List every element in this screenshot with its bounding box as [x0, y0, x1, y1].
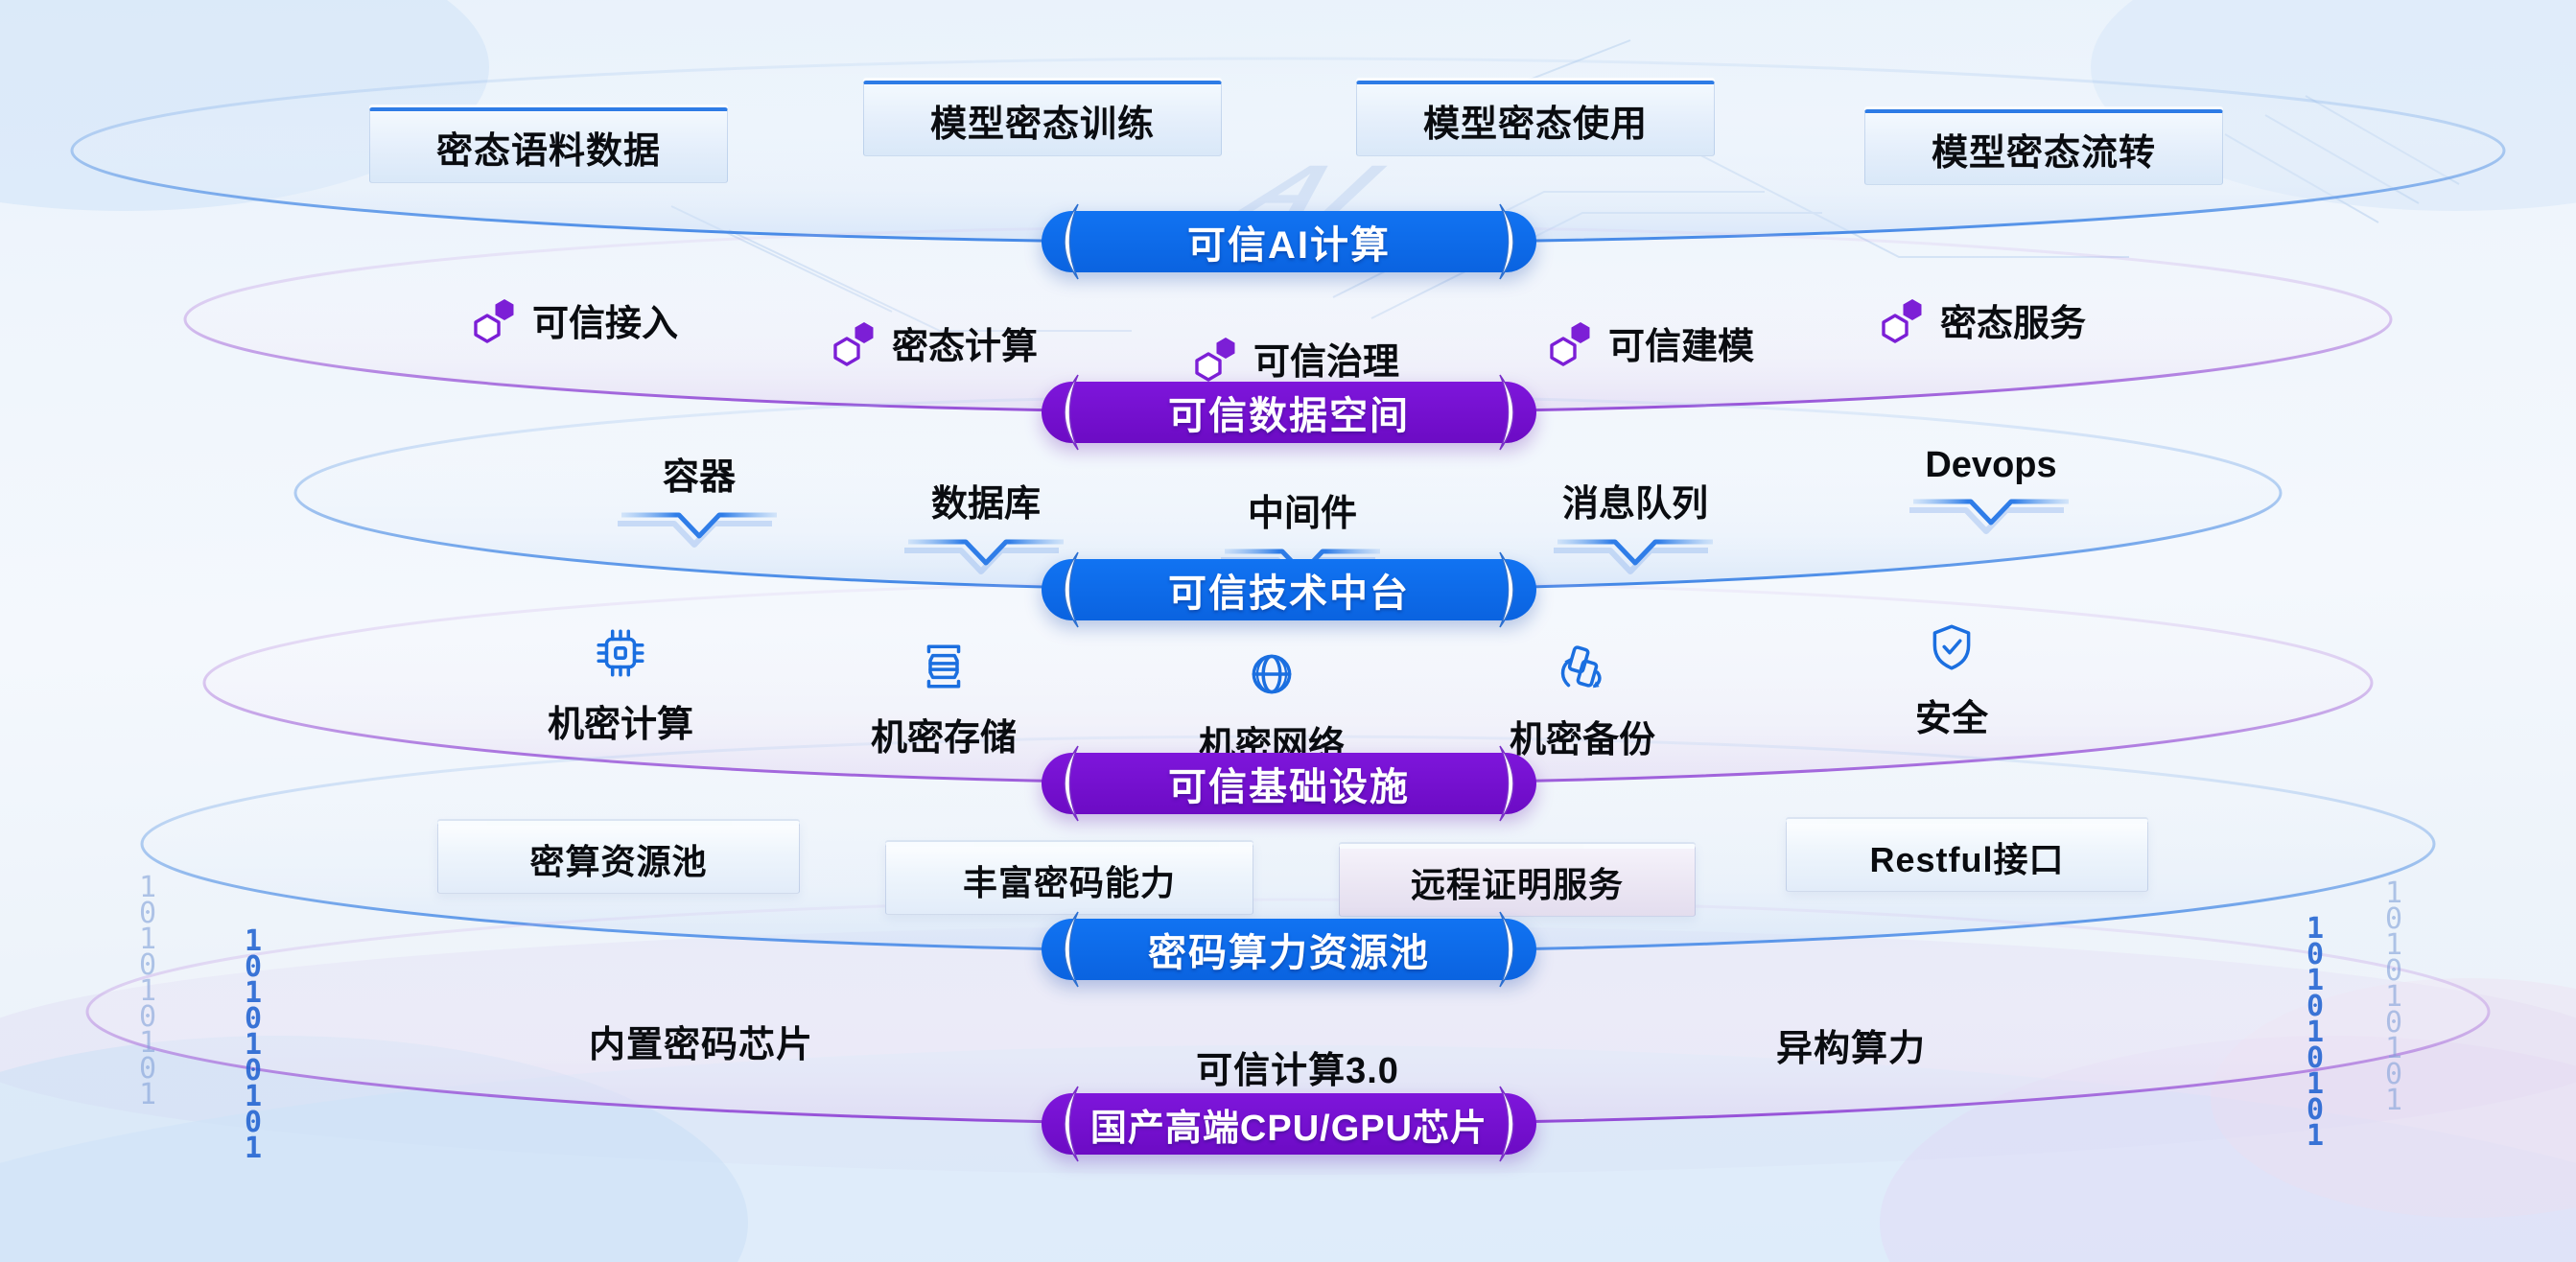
layer-pill-trusted-tech-platform: 可信技术中台 [1034, 549, 1544, 630]
hexagon-link-icon [1550, 321, 1590, 366]
binary-column-left-outer: 101010101 [138, 871, 157, 1111]
bracket-left-icon [1064, 745, 1079, 822]
pill-label: 可信数据空间 [1042, 382, 1536, 443]
bracket-left-icon [1064, 911, 1079, 988]
top-box-model-training: 模型密态训练 [863, 81, 1222, 156]
pill-label: 可信AI计算 [1042, 211, 1536, 272]
hexagon-link-icon [1195, 337, 1235, 382]
infra-label: 机密存储 [870, 718, 1018, 759]
layer-pill-crypto-compute-pool: 密码算力资源池 [1034, 909, 1544, 990]
binary-column-right-outer: 101010101 [2384, 876, 2403, 1117]
resource-box-crypto-capabilities: 丰富密码能力 [885, 842, 1253, 915]
hexagon-link-icon [474, 298, 514, 343]
chip-feature-heterogeneous-compute: 异构算力 [1775, 1029, 1927, 1069]
hexagon-link-icon [833, 321, 874, 366]
bracket-left-icon [1064, 551, 1079, 628]
middleware-item-container: 容器 [618, 447, 781, 553]
middleware-label: 数据库 [930, 484, 1041, 525]
top-box-label: 模型密态流转 [1931, 132, 2156, 174]
top-box-label: 模型密态训练 [929, 104, 1155, 145]
service-label: 可信建模 [1607, 327, 1755, 367]
chevron-down-icon [1554, 539, 1713, 574]
bracket-left-icon [1064, 374, 1079, 451]
layer-pill-domestic-cpu-gpu: 国产高端CPU/GPU芯片 [1034, 1084, 1544, 1164]
globe-icon [1252, 654, 1292, 694]
infra-item-security: 安全 [1915, 619, 1988, 741]
infra-label: 机密计算 [547, 705, 694, 745]
layer-pill-trusted-ai-computing: 可信AI计算 [1034, 201, 1544, 282]
middleware-label: Devops [1925, 445, 2057, 485]
service-item-confidential-services: 密态服务 [1881, 293, 2086, 346]
service-item-trusted-access: 可信接入 [473, 293, 678, 346]
binary-column-left-inner: 101010101 [244, 924, 263, 1165]
service-label: 密态计算 [891, 327, 1039, 367]
service-item-trusted-governance: 可信治理 [1194, 332, 1399, 385]
pill-label: 国产高端CPU/GPU芯片 [1042, 1093, 1536, 1155]
service-label: 可信治理 [1253, 342, 1400, 383]
bracket-right-icon [1499, 745, 1514, 822]
middleware-label: 中间件 [1247, 494, 1357, 534]
infra-item-confidential-storage: 机密存储 [871, 639, 1017, 760]
resource-box-label: 远程证明服务 [1410, 865, 1624, 904]
layer-pill-trusted-data-space: 可信数据空间 [1034, 372, 1544, 453]
storage-icon [926, 644, 961, 689]
infra-item-confidential-backup: 机密备份 [1510, 641, 1655, 762]
infra-item-confidential-computing: 机密计算 [548, 625, 693, 747]
infra-label: 机密备份 [1509, 720, 1656, 760]
pill-label: 可信基础设施 [1042, 753, 1536, 814]
resource-box-label: 密算资源池 [529, 842, 708, 881]
top-box-model-usage: 模型密态使用 [1356, 81, 1715, 156]
chip-icon [597, 629, 644, 677]
hexagon-link-icon [1882, 298, 1922, 343]
binary-column-right-inner: 101010101 [2306, 912, 2325, 1153]
backup-icon [1560, 645, 1602, 689]
resource-box-label: Restful接口 [1869, 840, 2065, 879]
chevron-down-icon [618, 512, 777, 548]
bracket-right-icon [1499, 374, 1514, 451]
chevron-down-icon [904, 539, 1064, 574]
bracket-left-icon [1064, 203, 1079, 280]
service-item-confidential-computing: 密态计算 [832, 316, 1038, 369]
top-box-model-flow: 模型密态流转 [1864, 109, 2223, 185]
bracket-right-icon [1499, 551, 1514, 628]
infra-label: 安全 [1914, 699, 1989, 739]
chevron-down-icon [1909, 499, 2069, 534]
service-label: 密态服务 [1939, 304, 2087, 344]
bracket-right-icon [1499, 1086, 1514, 1162]
middleware-label: 消息队列 [1561, 484, 1708, 525]
middleware-item-database: 数据库 [904, 474, 1067, 580]
top-box-label: 密态语料数据 [435, 130, 661, 172]
resource-box-crypto-pool: 密算资源池 [437, 821, 800, 894]
bracket-right-icon [1499, 911, 1514, 988]
pill-label: 密码算力资源池 [1042, 919, 1536, 980]
middleware-item-message-queue: 消息队列 [1554, 474, 1717, 580]
middleware-label: 容器 [662, 457, 736, 498]
bracket-left-icon [1064, 1086, 1079, 1162]
service-item-trusted-modeling: 可信建模 [1549, 316, 1754, 369]
bracket-right-icon [1499, 203, 1514, 280]
shield-check-icon [1932, 624, 1971, 670]
top-box-corpus-data: 密态语料数据 [369, 107, 728, 183]
pill-label: 可信技术中台 [1042, 559, 1536, 620]
layer-pill-trusted-infrastructure: 可信基础设施 [1034, 743, 1544, 824]
resource-box-restful-api: Restful接口 [1786, 819, 2148, 892]
resource-box-remote-attestation: 远程证明服务 [1339, 844, 1696, 917]
top-box-label: 模型密态使用 [1422, 104, 1648, 145]
chip-feature-trusted-computing-30: 可信计算3.0 [1196, 1051, 1399, 1091]
chip-feature-builtin-crypto-chip: 内置密码芯片 [588, 1025, 814, 1065]
service-label: 可信接入 [531, 304, 679, 344]
resource-box-label: 丰富密码能力 [962, 863, 1176, 902]
middleware-item-devops: Devops [1909, 445, 2073, 540]
